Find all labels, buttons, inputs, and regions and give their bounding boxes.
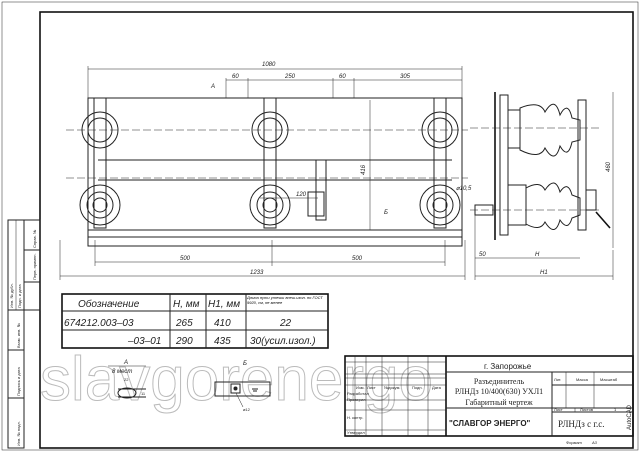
scale-label: Масштаб	[600, 377, 618, 382]
stamp-label: Подпись и дата	[16, 366, 21, 396]
detail-b-title: Б	[243, 361, 247, 367]
insulator-ring	[432, 197, 448, 213]
pole-3	[419, 97, 461, 229]
table-cell: 674212.003–03	[64, 318, 134, 329]
dim-305: 305	[400, 74, 411, 80]
role-label: Разработал	[347, 391, 369, 396]
table-header: Обозначение	[78, 298, 140, 310]
stamp-label: Инв. № подл.	[16, 421, 21, 446]
insulator-ring	[262, 197, 278, 213]
city: г. Запорожье	[484, 362, 532, 371]
detail-b: Б ⌀12	[214, 361, 271, 412]
dim-250: 250	[284, 74, 296, 80]
format-value: А3	[591, 440, 598, 445]
detail-a-title: A	[123, 360, 128, 366]
stamp-label: Справ. №	[32, 230, 37, 248]
insulator-ring	[81, 111, 119, 149]
dim-120: 120	[296, 192, 307, 198]
col-header: Дата	[432, 385, 442, 390]
stamp-label: Перв. примен.	[32, 253, 37, 280]
dim-hole: ⌀10,5	[456, 186, 472, 192]
stamp-label: Инв. № дубл.	[9, 283, 14, 308]
title-line: Разъединитель	[474, 377, 525, 386]
col-header: №докум.	[384, 385, 400, 390]
title-line: РЛНДз 10/400(630) УХЛ1	[455, 387, 543, 396]
sheets-label: Листов	[580, 407, 593, 412]
role-label: Проверил	[347, 397, 366, 402]
sheets-value: 1	[614, 407, 617, 412]
dim-h: H	[535, 252, 540, 258]
dim-1233: 1233	[250, 270, 264, 276]
role-label: Утвердил	[347, 430, 365, 435]
designation: РЛНДз с г.с.	[558, 419, 605, 429]
spec-table: Обозначение H, мм H1, мм Длина пути утеч…	[61, 293, 329, 349]
dim-1080: 1080	[262, 62, 276, 68]
pole-bar	[263, 97, 277, 229]
pole-bar	[93, 97, 107, 229]
table-header: Длина пути утечки внеш.изол. по ГОСТ 992…	[247, 295, 323, 305]
insulator-ring	[79, 184, 121, 226]
dim-60: 60	[232, 74, 239, 80]
insulator-ring	[421, 111, 459, 149]
side-view: ⌀10,5 460 50 H H1	[456, 92, 614, 280]
sheet-label: Лист	[554, 407, 563, 412]
table-cell: 265	[175, 318, 193, 329]
front-view: 1080 60 250 60 305 A 416 120 Б 500 500 1…	[59, 62, 468, 280]
table-cell: 435	[214, 336, 231, 347]
insulator-ring	[256, 191, 284, 219]
stamp-label: Подп. и дата	[17, 284, 22, 308]
detail-a-dim: 11	[141, 391, 146, 396]
pole-2	[249, 97, 291, 229]
detail-a: A 8 мест 22 11	[108, 360, 146, 399]
insulator-ring	[249, 184, 291, 226]
dim-500b: 500	[352, 256, 363, 262]
software-label: AutoCAD	[627, 404, 633, 430]
col-header: Изм.	[356, 385, 365, 390]
mass-label: Масса	[576, 377, 589, 382]
insulator-ring	[257, 117, 283, 143]
lit-label: Лит.	[554, 377, 561, 382]
table-cell: 290	[175, 336, 193, 347]
stamp-label: Взам. инв. №	[16, 323, 21, 348]
company-name: "СЛАВГОР ЭНЕРГО"	[449, 419, 531, 428]
dim-50: 50	[479, 252, 486, 258]
role-label: Н. контр.	[347, 415, 364, 420]
table-header: H1, мм	[208, 299, 240, 310]
table-cell: –03–01	[127, 336, 161, 347]
detail-a-dim: 22	[124, 377, 129, 382]
table-header: H, мм	[173, 299, 200, 310]
insulator-ring	[87, 117, 113, 143]
dim-h1: H1	[540, 270, 548, 276]
pole-bar	[433, 97, 447, 229]
pole-1	[79, 97, 121, 229]
insulator-ring	[251, 111, 289, 149]
insulator-ring	[92, 197, 108, 213]
dim-500a: 500	[180, 256, 191, 262]
left-stamp: Инв. № подл. Подпись и дата Взам. инв. №…	[7, 219, 41, 449]
dim-60b: 60	[339, 74, 346, 80]
detail-b-dim: ⌀12	[243, 407, 251, 412]
insulator-ring	[427, 117, 453, 143]
table-cell: 22	[279, 318, 292, 329]
dim-460: 460	[606, 161, 612, 172]
format-label: Формат	[566, 440, 583, 445]
col-header: Подп.	[412, 385, 423, 390]
title-block: Изм. Лист №докум. Подп. Дата Разработал …	[344, 355, 634, 445]
table-cell: 410	[214, 318, 231, 329]
insulator-ring	[426, 191, 454, 219]
detail-a-sub: 8 мест	[112, 369, 132, 375]
title-line: Габаритный чертеж	[465, 398, 533, 407]
view-b-marker: Б	[384, 210, 388, 216]
dim-416: 416	[361, 164, 367, 175]
view-a-marker: A	[210, 84, 215, 90]
insulator-ring	[86, 191, 114, 219]
insulator-ring	[419, 184, 461, 226]
col-header: Лист	[367, 385, 376, 390]
table-cell: 30(усил.изол.)	[250, 336, 316, 347]
